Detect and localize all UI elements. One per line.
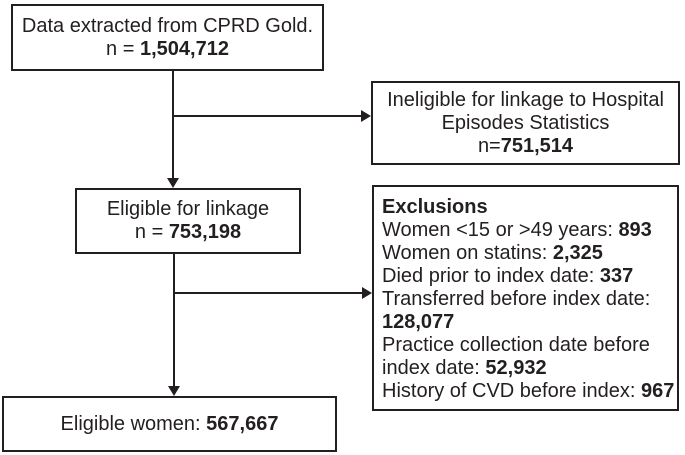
text-line: Transferred before index date:: [382, 288, 669, 311]
label-text: Women on statins:: [382, 242, 553, 264]
value-bold: 128,077: [382, 311, 455, 333]
text-line: n = 753,198: [135, 221, 241, 244]
value-bold: Exclusions: [382, 196, 488, 218]
label-text: Eligible for linkage: [106, 198, 270, 220]
label-text: History of CVD before index:: [382, 380, 641, 402]
text-line: Exclusions: [382, 196, 669, 219]
value-bold: 967: [641, 380, 675, 402]
value-bold: 2,325: [552, 242, 603, 264]
node-source-population: Data extracted from CPRD Gold.n = 1,504,…: [11, 4, 324, 71]
text-line: Women <15 or >49 years: 893: [382, 219, 669, 242]
value-bold: 753,198: [168, 221, 242, 243]
text-line: 128,077: [382, 311, 669, 334]
arrowhead-right-icon: [362, 287, 372, 299]
label-text: Ineligible for linkage to Hospital: [387, 88, 664, 111]
text-line: Practice collection date before: [382, 334, 669, 357]
arrowhead-right-icon: [361, 110, 371, 122]
label-text: Women <15 or >49 years:: [382, 219, 619, 241]
label-text: Data extracted from CPRD Gold.: [21, 14, 314, 37]
text-line: Died prior to index date: 337: [382, 265, 669, 288]
value-bold: 893: [618, 219, 652, 241]
label-text: Episodes Statistics: [441, 111, 610, 134]
value-bold: 567,667: [206, 412, 279, 435]
label-text: index date:: [382, 357, 486, 379]
value-bold: 52,932: [485, 357, 547, 379]
text-line: Women on statins: 2,325: [382, 242, 669, 265]
text-line: n = 1,504,712: [106, 38, 229, 61]
value-bold: 337: [599, 265, 634, 287]
text-line: Ineligible for linkage to Hospital: [387, 89, 664, 112]
text-line: Episodes Statistics: [442, 112, 610, 135]
text-line: History of CVD before index: 967: [382, 380, 674, 403]
text-line: index date: 52,932: [382, 357, 669, 380]
node-eligible-women: Eligible women: 567,667: [2, 396, 337, 452]
text-line: Data extracted from CPRD Gold.: [22, 15, 313, 38]
value-bold: 1,504,712: [139, 37, 229, 60]
connector-source-to-eligible-line: [172, 71, 174, 178]
value-bold: 751,514: [500, 134, 574, 157]
text-line: Eligible women: 567,667: [61, 413, 279, 436]
connector-branch-to-ineligible-line: [172, 115, 361, 117]
text-line: n=751,514: [478, 135, 573, 158]
arrowhead-down-icon: [167, 178, 179, 188]
arrowhead-down-icon: [168, 386, 180, 396]
connector-branch-to-exclusions-line: [173, 292, 362, 294]
label-text: Died prior to index date:: [382, 265, 600, 287]
label-text: Eligible women:: [60, 412, 207, 435]
label-text: Transferred before index date:: [382, 288, 651, 310]
label-text: n=: [477, 134, 501, 157]
label-text: n =: [134, 221, 169, 243]
text-line: Eligible for linkage: [107, 198, 269, 221]
label-text: n =: [106, 37, 140, 60]
label-text: Practice collection date before: [382, 334, 650, 356]
connector-eligible-to-women-line: [173, 254, 175, 386]
